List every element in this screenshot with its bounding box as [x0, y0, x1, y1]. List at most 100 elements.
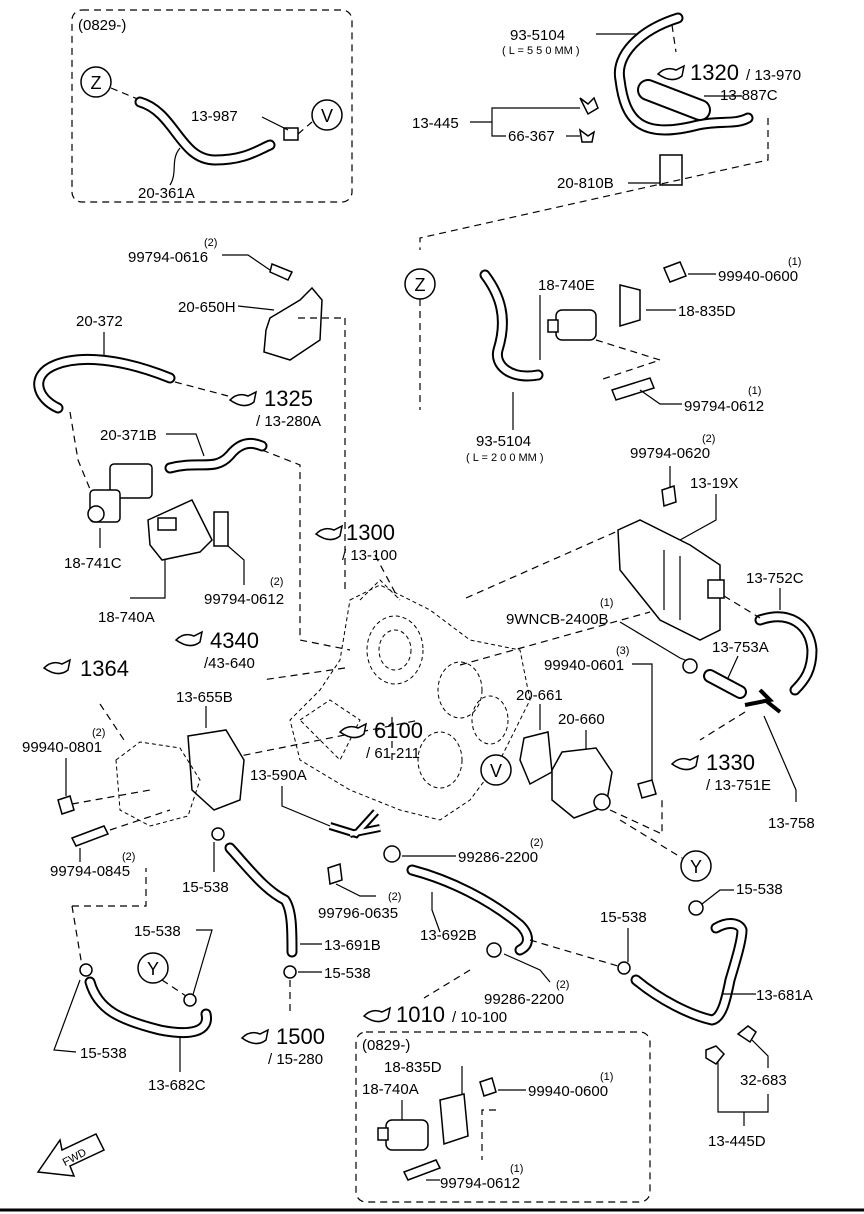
circle-y-right: Y — [690, 857, 702, 877]
bolt-99794-0845 — [70, 825, 110, 847]
inset-bottom-18-835d: 18-835D — [384, 1059, 442, 1076]
qty-99940-0801: (2) — [92, 727, 105, 739]
ref-1330: 1330 / 13-751E — [670, 750, 771, 794]
label-9wncb: 9WNCB-2400B — [506, 611, 609, 628]
label-13-752c: 13-752C — [746, 570, 804, 587]
ref-6100: 6100 / 61-211 — [338, 718, 423, 762]
ref-4340-id: 4340 — [210, 628, 259, 653]
inset-bottom-qty-99940-0600: (1) — [600, 1071, 613, 1083]
ref-1500-id: 1500 — [276, 1024, 325, 1049]
ref-1325-sub: / 13-280A — [256, 413, 321, 430]
solenoid-18-741c — [109, 463, 153, 499]
qty-99286-2200-b: (2) — [556, 979, 569, 991]
label-99940-0801: 99940-0801 — [22, 739, 102, 756]
ref-4340: 4340 /43-640 — [174, 628, 259, 672]
ref-1320: 1320 / 13-970 — [656, 60, 801, 85]
label-18-740a: 18-740A — [98, 609, 155, 626]
inset-top-circle-v: V — [321, 106, 333, 126]
nut-99940-0600 — [663, 261, 687, 283]
label-13-445d: 13-445D — [708, 1133, 766, 1150]
label-length-mid: ( L = 2 0 0 MM ) — [466, 452, 544, 464]
ref-1500: 1500 / 15-280 — [240, 1024, 325, 1068]
intake-manifold — [219, 529, 651, 821]
label-13-691b: 13-691B — [324, 937, 381, 954]
qty-99794-0620: (2) — [702, 433, 715, 445]
ref-6100-sub: / 61-211 — [366, 745, 420, 762]
clip-13-445d-group: 32-683 13-445D — [705, 1025, 787, 1150]
ref-1330-id: 1330 — [706, 750, 755, 775]
air-valve-body — [115, 741, 201, 827]
gasket-13-655b — [187, 729, 245, 811]
bolt-99794-0612-b — [213, 511, 229, 547]
label-99940-0600: 99940-0600 — [718, 268, 798, 285]
inset-bottom-qty-99794-0612: (1) — [510, 1163, 523, 1175]
inset-bottom-99794-0612: 99794-0612 — [440, 1175, 520, 1192]
left-mid-group: 20-371B 18-741C 99794-0612 (2) 18-740A — [64, 427, 351, 651]
inset-solenoid-18-740a — [385, 1119, 429, 1151]
label-15-538-a: 15-538 — [182, 879, 229, 896]
circle-y-left: Y — [147, 959, 159, 979]
label-99794-0616: 99794-0616 — [128, 249, 208, 266]
solenoid-20-810b — [659, 154, 683, 186]
clip-66-367 — [578, 128, 596, 143]
ref-1325-id: 1325 — [264, 386, 313, 411]
inset-bracket-18-835d — [439, 1093, 469, 1146]
canister-13-19x — [617, 519, 721, 641]
label-20-372: 20-372 — [76, 313, 123, 330]
label-20-650h: 20-650H — [178, 299, 236, 316]
clamp-15-538-d — [183, 993, 197, 1007]
ref-1010-sub: / 10-100 — [452, 1009, 507, 1026]
bracket-18-740a — [147, 499, 213, 561]
bolt-99796-0635 — [327, 862, 343, 886]
label-18-741c: 18-741C — [64, 555, 122, 572]
inset-bottom-date: (0829-) — [362, 1037, 410, 1054]
ref-1364-id: 1364 — [80, 656, 129, 681]
label-15-538-c: 15-538 — [134, 923, 181, 940]
solenoid-18-740e — [555, 309, 597, 341]
clamp-15-538-f — [617, 961, 631, 975]
ref-1320-sub: / 13-970 — [746, 67, 801, 84]
label-20-810b: 20-810B — [557, 175, 614, 192]
hose-13-691b-group: 15-538 13-691B 15-538 — [182, 827, 381, 1014]
label-13-758: 13-758 — [768, 815, 815, 832]
pipe-13-590a-group: 13-590A 99286-2200 (2) 99796-0635 (2) 13… — [250, 767, 569, 1008]
label-15-538-f: 15-538 — [600, 909, 647, 926]
label-15-538-d: 15-538 — [80, 1045, 127, 1062]
clamp-15-538-b — [283, 965, 297, 979]
label-99286-2200-b: 99286-2200 — [484, 991, 564, 1008]
ref-1325: 1325 / 13-280A — [228, 386, 321, 430]
label-20-660: 20-660 — [558, 711, 605, 728]
label-13-987: 13-987 — [191, 108, 238, 125]
ref-1300: 1300 / 13-100 — [314, 520, 397, 564]
upper-right-hoses: 93-5104 ( L = 5 5 0 MM ) 13-887C 13-445 … — [412, 12, 778, 250]
qty-99286-2200-a: (2) — [530, 837, 543, 849]
clip-13-445d — [705, 1045, 726, 1065]
inset-top: (0829-) Z V 13-987 20-361A — [71, 9, 353, 203]
label-13-887c: 13-887C — [720, 87, 778, 104]
ref-1300-sub: / 13-100 — [342, 547, 397, 564]
inset-bottom-99940-0600: 99940-0600 — [528, 1083, 608, 1100]
fwd-arrow-icon — [36, 1133, 106, 1177]
label-13-590a: 13-590A — [250, 767, 307, 784]
label-15-538-b: 15-538 — [324, 965, 371, 982]
solenoid-18-740e-group: Z 93-5104 ( L = 2 0 0 MM ) 18-740E 99940… — [404, 256, 801, 464]
label-99940-0601: 99940-0601 — [544, 657, 624, 674]
label-13-692b: 13-692B — [420, 927, 477, 944]
clamp-9wncb — [682, 658, 698, 674]
label-15-538-e: 15-538 — [736, 881, 783, 898]
ref-1330-sub: / 13-751E — [706, 777, 771, 794]
fwd-arrow: FWD — [36, 1133, 106, 1177]
label-18-835d: 18-835D — [678, 303, 736, 320]
bolt-99794-0612 — [611, 377, 655, 401]
reference-callouts: 1320 / 13-970 1325 / 13-280A 1300 / 13-1… — [42, 60, 801, 1068]
inset-top-circle-z: Z — [91, 73, 102, 93]
clip-32-683 — [736, 1025, 757, 1044]
qty-99796-0635: (2) — [388, 891, 401, 903]
bolt-99794-0616 — [269, 262, 294, 281]
label-13-753a: 13-753A — [712, 639, 769, 656]
left-air-valve-group: 13-655B 99940-0801 (2) 99794-0845 (2) — [22, 689, 245, 880]
qty-99794-0845: (2) — [122, 851, 135, 863]
label-66-367: 66-367 — [508, 128, 555, 145]
nut-99940-0601 — [637, 779, 657, 799]
clamp-15-538-c — [79, 963, 93, 977]
